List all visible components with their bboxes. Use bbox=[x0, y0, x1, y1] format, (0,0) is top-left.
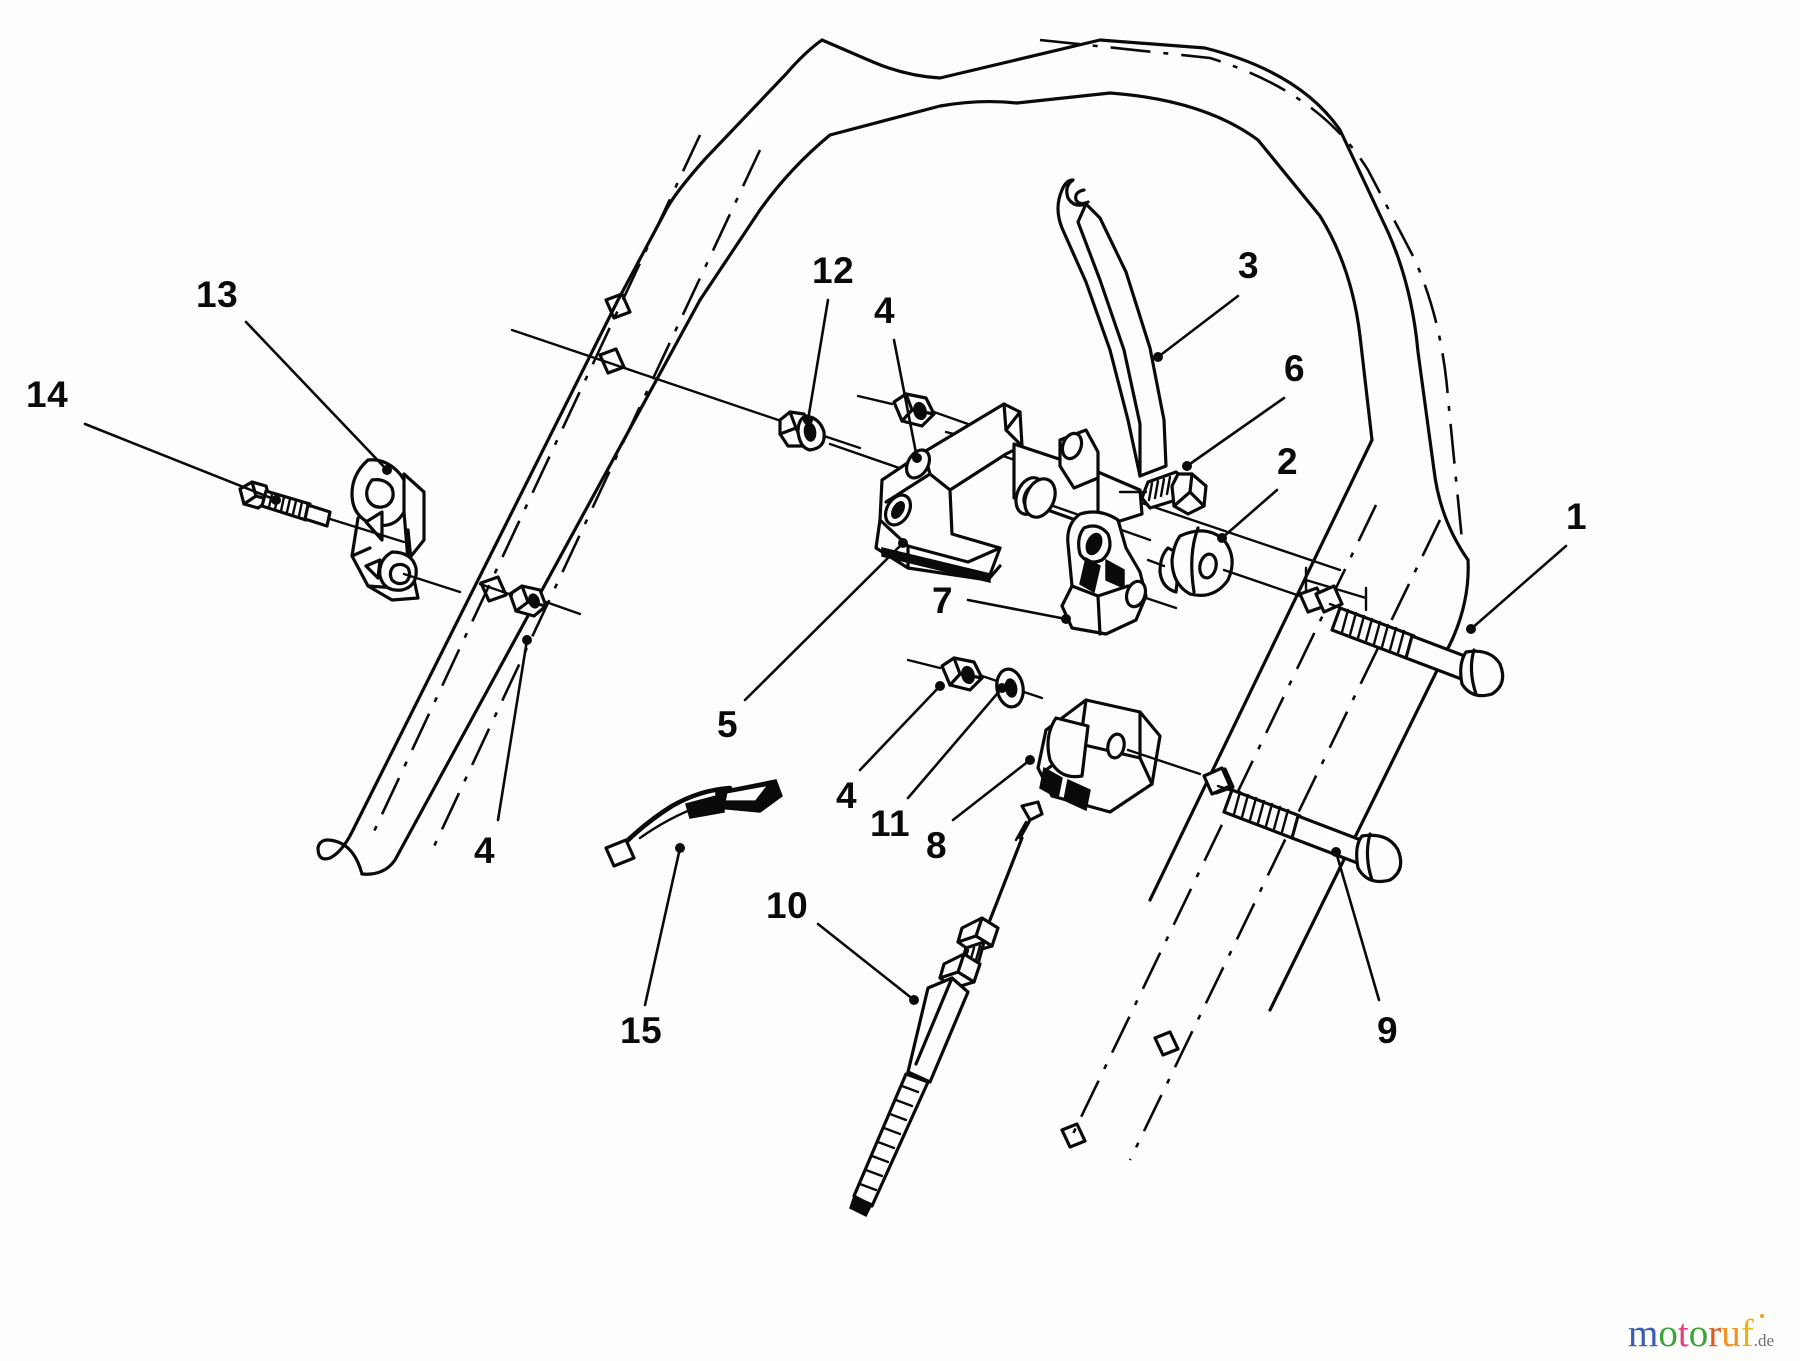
leader-lines bbox=[83, 294, 1568, 1007]
handle-bar-lower-tube bbox=[698, 91, 1374, 442]
part-12-flange-lock-nut bbox=[778, 410, 862, 452]
part-13-cable-bracket bbox=[350, 458, 462, 602]
watermark-letter-6: f bbox=[1740, 1312, 1754, 1355]
part-4-hex-nut-left bbox=[478, 582, 582, 618]
handle-tube-left bbox=[316, 298, 702, 876]
centerline-left-handle bbox=[368, 134, 702, 841]
watermark-letter-0: m bbox=[1628, 1312, 1659, 1355]
callout-label-15: 15 bbox=[620, 1010, 663, 1051]
callout-label-4b: 4 bbox=[874, 290, 896, 331]
part-7-trigger-lever bbox=[1060, 510, 1178, 636]
callout-label-3: 3 bbox=[1238, 245, 1260, 286]
part-4-hex-nut-upper bbox=[856, 392, 970, 428]
tube-section-mark-7 bbox=[1060, 1122, 1087, 1149]
tube-section-mark-3 bbox=[604, 292, 632, 320]
handle-bar-outer-edge bbox=[1450, 558, 1470, 642]
part-10-control-cable bbox=[849, 800, 1044, 1218]
callout-label-4a: 4 bbox=[474, 830, 496, 871]
callout-label-1: 1 bbox=[1566, 496, 1588, 537]
callout-label-12: 12 bbox=[812, 250, 855, 291]
watermark-letter-1: o bbox=[1658, 1312, 1678, 1355]
centerline-left-handle-2 bbox=[428, 149, 762, 856]
part-3-control-bail-lever bbox=[1023, 178, 1168, 519]
tube-section-mark-2 bbox=[479, 575, 508, 603]
centerline-top-arc bbox=[1039, 38, 1464, 541]
callout-label-5: 5 bbox=[717, 704, 739, 745]
part-4-hex-nut-lower bbox=[906, 656, 1002, 692]
centerline-right-handle-2 bbox=[1068, 504, 1378, 1141]
tube-section-mark-6 bbox=[1153, 1030, 1180, 1057]
tube-section-mark-1 bbox=[598, 347, 626, 375]
watermark-letter-3: o bbox=[1688, 1312, 1709, 1355]
watermark-letter-4: r bbox=[1708, 1312, 1722, 1355]
watermark-letter-5: u bbox=[1721, 1312, 1741, 1355]
part-8-cable-clamp bbox=[1036, 698, 1202, 814]
part-15-cable-guide-clip bbox=[604, 779, 783, 868]
callout-label-13: 13 bbox=[196, 274, 239, 315]
part-2-knob bbox=[1146, 526, 1302, 598]
part-11-flat-washer bbox=[995, 667, 1044, 709]
callout-label-7: 7 bbox=[932, 580, 954, 621]
callout-label-2: 2 bbox=[1277, 441, 1299, 482]
centerline-right-handle bbox=[1128, 519, 1442, 1161]
part-9-carriage-bolt bbox=[1202, 766, 1403, 884]
watermark-letter-2: t bbox=[1677, 1312, 1689, 1355]
callout-label-8: 8 bbox=[926, 825, 948, 866]
callout-label-10: 10 bbox=[766, 885, 809, 926]
handle-tube-right bbox=[1148, 438, 1454, 1012]
part-6-hex-head-bolt bbox=[1118, 470, 1208, 516]
callout-label-6: 6 bbox=[1284, 348, 1306, 389]
watermark-tld: .de bbox=[1753, 1331, 1774, 1350]
callout-label-11: 11 bbox=[870, 803, 911, 844]
motoruf-watermark: motoruf.de bbox=[1628, 1312, 1794, 1356]
callout-label-14: 14 bbox=[26, 374, 69, 415]
callout-label-9: 9 bbox=[1377, 1010, 1399, 1051]
part-1-carriage-bolt bbox=[1314, 584, 1505, 698]
watermark-accent-dot bbox=[1760, 1314, 1764, 1318]
callout-label-4c: 4 bbox=[836, 775, 858, 816]
